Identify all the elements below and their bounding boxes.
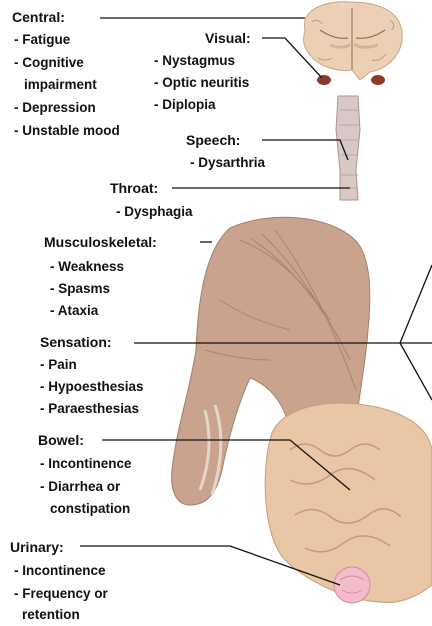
urinary-title: Urinary: (10, 540, 64, 555)
central-item: - Cognitive (14, 54, 84, 72)
central-title: Central: (12, 10, 65, 25)
bowel-item: constipation (50, 500, 130, 518)
visual-title: Visual: (205, 31, 251, 46)
eyes-illustration (317, 75, 385, 85)
bowel-title: Bowel: (38, 433, 84, 448)
central-item: impairment (24, 76, 97, 94)
central-item: - Unstable mood (14, 122, 120, 140)
throat-item: - Dysphagia (116, 203, 193, 221)
brain-illustration (304, 2, 403, 80)
sensation-title: Sensation: (40, 335, 112, 350)
speech-item: - Dysarthria (190, 154, 265, 172)
visual-item: - Optic neuritis (154, 74, 249, 92)
throat-illustration (336, 96, 360, 200)
speech-title: Speech: (186, 133, 240, 148)
musculoskeletal-item: - Weakness (50, 258, 124, 276)
sensation-item: - Pain (40, 356, 77, 374)
visual-item: - Diplopia (154, 96, 216, 114)
throat-title: Throat: (110, 181, 158, 196)
urinary-item: - Frequency or (14, 585, 108, 603)
central-item: - Fatigue (14, 31, 70, 49)
musculoskeletal-title: Musculoskeletal: (44, 235, 157, 250)
visual-item: - Nystagmus (154, 52, 235, 70)
bowel-item: - Diarrhea or (40, 478, 120, 496)
musculoskeletal-item: - Spasms (50, 280, 110, 298)
sensation-item: - Hypoesthesias (40, 378, 144, 396)
urinary-item: retention (22, 606, 80, 624)
sensation-item: - Paraesthesias (40, 400, 139, 418)
urinary-item: - Incontinence (14, 562, 106, 580)
bowel-item: - Incontinence (40, 455, 132, 473)
central-item: - Depression (14, 99, 96, 117)
musculoskeletal-item: - Ataxia (50, 302, 98, 320)
